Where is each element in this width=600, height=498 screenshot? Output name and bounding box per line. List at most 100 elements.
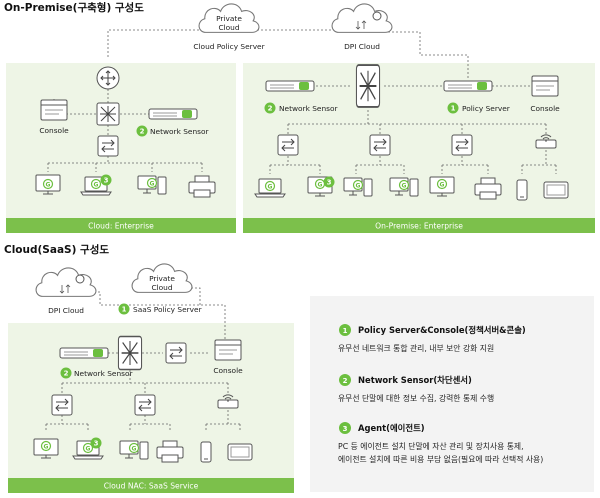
saas-title: Cloud(SaaS) 구성도 (4, 243, 109, 256)
badge-2 (264, 102, 276, 114)
phone-icon (516, 179, 528, 201)
saas-dpi-cloud-label: DPI Cloud (48, 306, 84, 315)
svg-text:G: G (402, 182, 407, 189)
policy-server-label: Policy Server (462, 104, 511, 113)
agent-logo-icon: G (40, 440, 52, 452)
private-cloud-top: Private Cloud (198, 3, 260, 33)
legend-badge-number: 2 (343, 377, 348, 385)
switch-icon (165, 342, 187, 364)
saas-private-cloud: Private Cloud (131, 263, 193, 293)
legend-title: Network Sensor(차단센서) (358, 375, 472, 385)
cloud-enterprise-footer-label: Cloud: Enterprise (88, 222, 154, 231)
saas-footer (8, 478, 294, 493)
gear-icon (372, 11, 382, 21)
legend-description: PC 등 에이전트 설치 단말에 자산 관리 및 장치사용 통제, (338, 441, 524, 451)
onpremise-title: On-Premise(구축형) 구성도 (4, 1, 144, 14)
legend-title: Policy Server&Console(정책서버&콘솔) (358, 325, 526, 335)
svg-text:G: G (318, 181, 323, 188)
legend-badge-number: 1 (343, 327, 348, 335)
cloud-policy-server-label: Cloud Policy Server (193, 42, 265, 51)
router-icon (96, 66, 120, 90)
core-switch-icon (96, 102, 120, 126)
console-icon (214, 339, 242, 361)
private-cloud-line1: Private (149, 274, 175, 283)
svg-text:1: 1 (122, 306, 127, 314)
network-sensor-label: Network Sensor (150, 127, 210, 136)
legend-description: 유무선 단말에 대한 정보 수집, 강력한 통제 수행 (338, 393, 494, 403)
legend-description: 유무선 네트워크 통합 관리, 내부 보안 강화 지원 (338, 343, 494, 353)
agent-logo-icon: G (146, 177, 158, 189)
tablet-icon (543, 181, 569, 199)
core-switch-icon (117, 335, 143, 371)
svg-text:1: 1 (451, 105, 456, 113)
console-label: Console (39, 126, 69, 135)
onpremise-enterprise-footer (243, 218, 595, 233)
agent-logo-icon: G (90, 178, 102, 190)
network-sensor-icon (148, 108, 198, 120)
svg-text:G: G (132, 445, 137, 452)
svg-text:G: G (150, 180, 155, 187)
legend-panel (310, 296, 594, 492)
dpi-cloud-top (331, 3, 393, 33)
badge-1 (118, 303, 130, 315)
svg-text:3: 3 (94, 440, 99, 448)
switch-icon (369, 134, 391, 156)
network-sensor-label: Network Sensor (74, 369, 134, 378)
agent-logo-icon: G (436, 178, 448, 190)
badge-3 (323, 176, 335, 188)
badge-3 (90, 437, 102, 449)
gear-icon (75, 274, 85, 284)
transfer-icon (59, 284, 71, 294)
svg-text:G: G (86, 445, 91, 452)
legend-badge-number: 3 (343, 425, 348, 433)
cloud-enterprise-footer (6, 218, 236, 233)
agent-logo-icon: G (398, 179, 410, 191)
svg-text:G: G (94, 181, 99, 188)
core-switch-icon (355, 64, 381, 108)
switch-icon (51, 394, 73, 416)
badge-2 (60, 367, 72, 379)
saas-footer-label: Cloud NAC: SaaS Service (104, 482, 199, 491)
agent-logo-icon: G (82, 442, 94, 454)
svg-text:G: G (440, 181, 445, 188)
console-icon (40, 99, 68, 121)
badge-3 (100, 174, 112, 186)
switch-icon (451, 134, 473, 156)
legend-description: 에이전트 설치에 따른 비용 부담 없음(필요에 따라 선택적 사용) (338, 454, 543, 464)
legend: 1 Policy Server&Console(정책서버&콘솔) 유무선 네트워크 … (338, 324, 543, 464)
network-sensor-label: Network Sensor (279, 104, 339, 113)
agent-logo-icon: G (128, 442, 140, 454)
top-links (47, 29, 557, 174)
console-icon (531, 75, 559, 97)
agent-logo-icon: G (352, 179, 364, 191)
transfer-icon (355, 20, 367, 30)
agent-logo-icon: G (264, 180, 276, 192)
legend-badge (339, 422, 351, 434)
svg-text:2: 2 (64, 370, 69, 378)
svg-text:3: 3 (327, 179, 332, 187)
legend-item: 2 Network Sensor(차단센서) 유무선 단말에 대한 정보 수집, 강… (338, 374, 494, 403)
svg-text:G: G (44, 443, 49, 450)
legend-badge (339, 324, 351, 336)
svg-text:G: G (268, 183, 273, 190)
dpi-cloud-label: DPI Cloud (344, 42, 380, 51)
network-sensor-icon (265, 80, 315, 92)
svg-text:G: G (46, 181, 51, 188)
agent-logo-icon: G (314, 178, 326, 190)
switch-icon (277, 134, 299, 156)
cloud-enterprise-panel (6, 63, 236, 233)
saas-policy-server-label: SaaS Policy Server (133, 305, 203, 314)
badge-2 (136, 125, 148, 137)
svg-text:G: G (356, 182, 361, 189)
policy-server-icon (443, 80, 493, 92)
network-sensor-icon (59, 347, 109, 359)
private-cloud-line2: Cloud (218, 23, 239, 32)
svg-text:2: 2 (268, 105, 273, 113)
console-label: Console (213, 366, 243, 375)
legend-badge (339, 374, 351, 386)
private-cloud-line1: Private (216, 14, 242, 23)
saas-dpi-cloud (35, 267, 97, 297)
private-cloud-line2: Cloud (151, 283, 172, 292)
